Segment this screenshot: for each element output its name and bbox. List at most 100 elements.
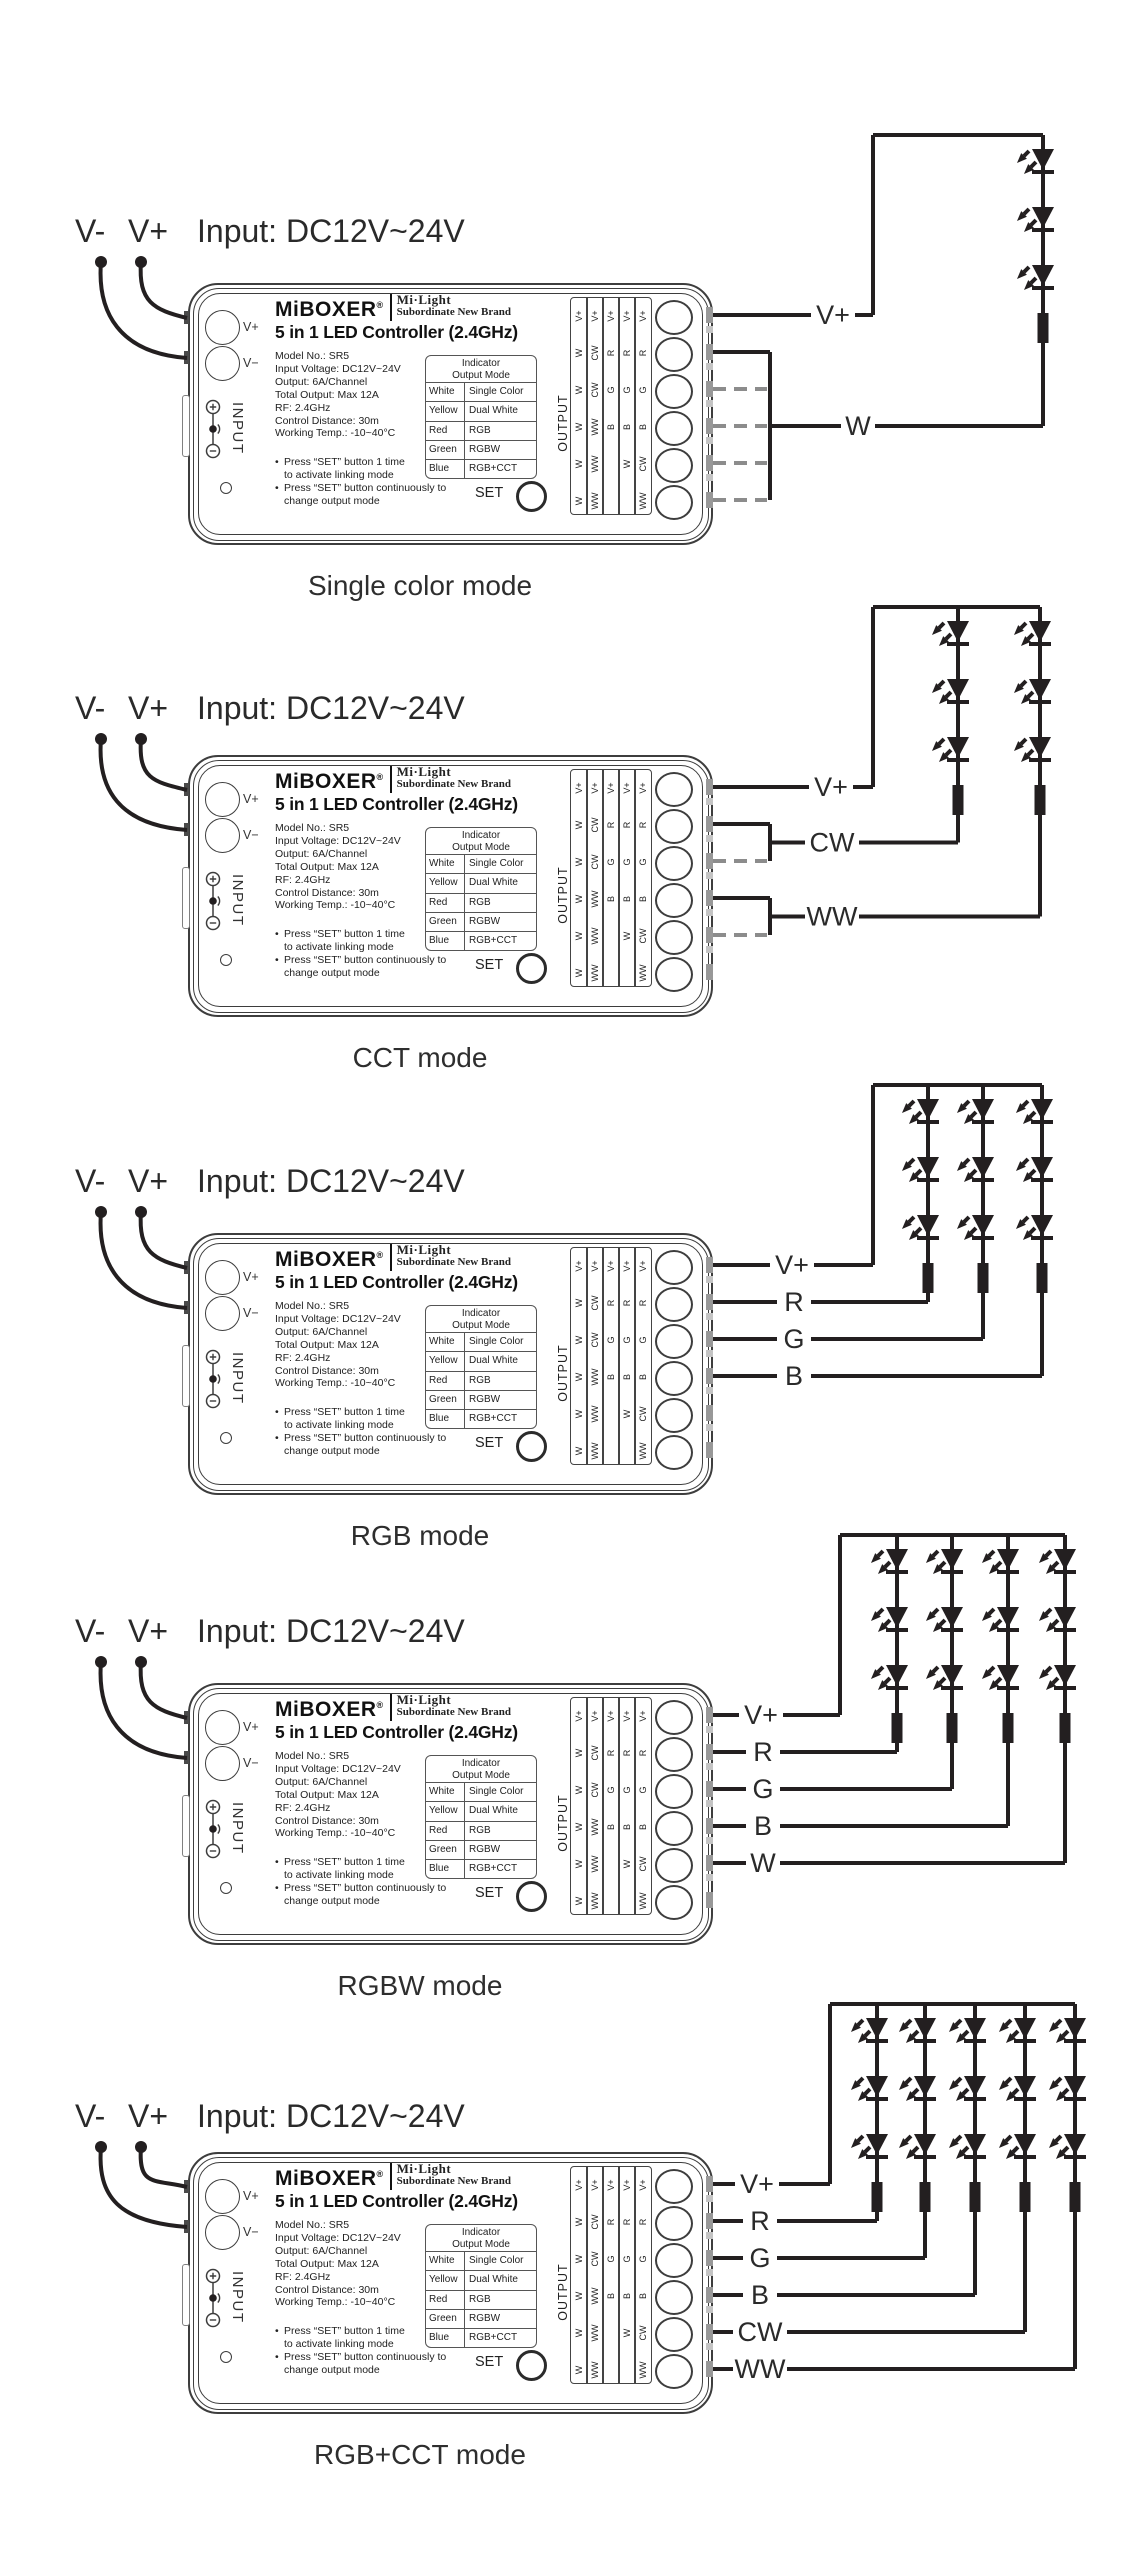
indicator-color-cell: Green xyxy=(426,1390,465,1410)
led-emission-arrow xyxy=(937,679,946,688)
led-icon xyxy=(972,1157,994,1178)
arrowhead-icon xyxy=(989,1564,999,1574)
led-emission-arrow xyxy=(969,1168,978,1177)
led-emission-arrow xyxy=(1051,1618,1060,1627)
led-icon xyxy=(886,1665,908,1686)
channel-wire-label: CW xyxy=(738,2317,783,2347)
led-emission-arrow xyxy=(1051,1560,1060,1569)
logo-divider-icon xyxy=(389,2163,392,2190)
status-led xyxy=(220,482,232,494)
terminal-map-cell: V+ xyxy=(574,310,584,322)
terminal-map-cell: W xyxy=(622,1859,632,1869)
input-voltage-label: Input: DC12V~24V xyxy=(197,1163,465,1199)
led-icon xyxy=(1032,207,1054,228)
led-icon xyxy=(1032,265,1054,286)
indicator-color-cell: White xyxy=(426,2252,465,2271)
vplus-label: V+ xyxy=(128,1613,169,1649)
grid-line xyxy=(586,770,588,986)
terminal-map-cell: V+ xyxy=(590,1260,600,1272)
led-emission-arrow xyxy=(863,2087,872,2096)
channel-wire-label: G xyxy=(783,1324,804,1354)
output-screw-terminal xyxy=(655,808,693,844)
vplus-terminal-label: V+ xyxy=(243,1720,259,1734)
note-line: Press “SET” button continuously to xyxy=(284,953,447,966)
arrowhead-icon xyxy=(1046,1680,1056,1690)
note-line: change output mode xyxy=(284,1444,380,1457)
led-emission-arrow xyxy=(1011,2145,1020,2154)
device-inner-panel xyxy=(198,2162,703,2404)
led-emission-arrow xyxy=(1029,276,1038,285)
arrowhead-icon xyxy=(956,2091,966,2101)
note-line: to activate linking mode xyxy=(284,1418,394,1431)
vminus-wire-dot xyxy=(95,733,107,745)
spec-line: Model No.: SR5 xyxy=(275,1300,350,1312)
terminal-map-cell: W xyxy=(574,1822,584,1832)
vminus-label: V- xyxy=(75,1613,106,1649)
grid-line xyxy=(634,2167,636,2383)
led-emission-arrow xyxy=(1022,149,1031,158)
arrowhead-icon xyxy=(1023,1230,1033,1240)
arrowhead-icon xyxy=(939,636,949,646)
brand-block: MiBOXER® Mi·Light Subordinate New Brand xyxy=(275,293,511,322)
mode-cell: Dual White xyxy=(469,2274,518,2286)
arrowhead-icon xyxy=(1006,2149,1016,2159)
terminal-map-cell: CW xyxy=(638,456,648,472)
terminal-map-cell: WW xyxy=(590,455,600,473)
spec-line: RF: 2.4GHz xyxy=(275,401,331,414)
terminal-map-cell: W xyxy=(574,2365,584,2375)
arrowhead-icon xyxy=(1024,164,1034,174)
channel-wire-label: CW xyxy=(810,828,855,858)
terminal-map-cell: G xyxy=(606,1786,616,1794)
led-icon xyxy=(1054,1607,1076,1628)
led-emission-arrow xyxy=(962,1215,971,1224)
arrowhead-icon xyxy=(1016,1103,1026,1113)
vplus-wire-notch xyxy=(184,1711,189,1724)
led-icon xyxy=(941,1665,963,1686)
led-emission-arrow xyxy=(883,1560,892,1569)
spec-line: Input Voltage: DC12V~24V xyxy=(275,1762,401,1775)
output-screw-terminal xyxy=(655,484,693,520)
set-button xyxy=(516,953,547,984)
bullet-icon: • xyxy=(275,928,279,940)
terminal-map-cell: V+ xyxy=(574,1260,584,1272)
terminal-map-cell: B xyxy=(622,1373,632,1381)
input-voltage-label: Input: DC12V~24V xyxy=(197,1613,465,1649)
led-emission-arrow xyxy=(954,2076,963,2085)
device-inner-panel xyxy=(198,1693,703,1935)
terminal-map-cell: R xyxy=(606,349,616,357)
output-label: OUTPUT xyxy=(556,1794,570,1852)
terminal-map-cell: W xyxy=(574,385,584,395)
arrowhead-icon xyxy=(933,1564,943,1574)
terminal-map-cell: CW xyxy=(590,382,600,398)
led-emission-arrow xyxy=(987,1665,996,1674)
set-label: SET xyxy=(475,485,504,501)
vminus-wire-notch xyxy=(184,823,189,836)
terminal-map-cell: B xyxy=(622,2292,632,2300)
output-screw-terminal xyxy=(655,373,693,409)
resistor-icon xyxy=(891,1713,903,1743)
arrowhead-icon xyxy=(932,625,942,635)
grid-line xyxy=(634,1698,636,1914)
grid-line xyxy=(618,1698,620,1914)
arrowhead-icon xyxy=(909,1230,919,1240)
spec-line: Output: 6A/Channel xyxy=(275,375,368,388)
terminal-map-cell: W xyxy=(574,931,584,941)
vminus-terminal-label: V− xyxy=(243,356,259,370)
note-line: Press “SET” button 1 time xyxy=(284,2325,405,2337)
arrowhead-icon xyxy=(878,1622,888,1632)
led-icon xyxy=(947,737,969,758)
dc-jack-slot xyxy=(182,2264,190,2326)
vminus-label: V- xyxy=(75,213,106,249)
vplus-wire-dot xyxy=(135,733,147,745)
brand-logo: MiBOXER® xyxy=(275,2167,384,2190)
vplus-wire-notch xyxy=(184,311,189,324)
vminus-terminal-label: V− xyxy=(243,828,259,842)
indicator-color-cell: Red xyxy=(426,421,465,440)
led-icon xyxy=(941,1549,963,1570)
